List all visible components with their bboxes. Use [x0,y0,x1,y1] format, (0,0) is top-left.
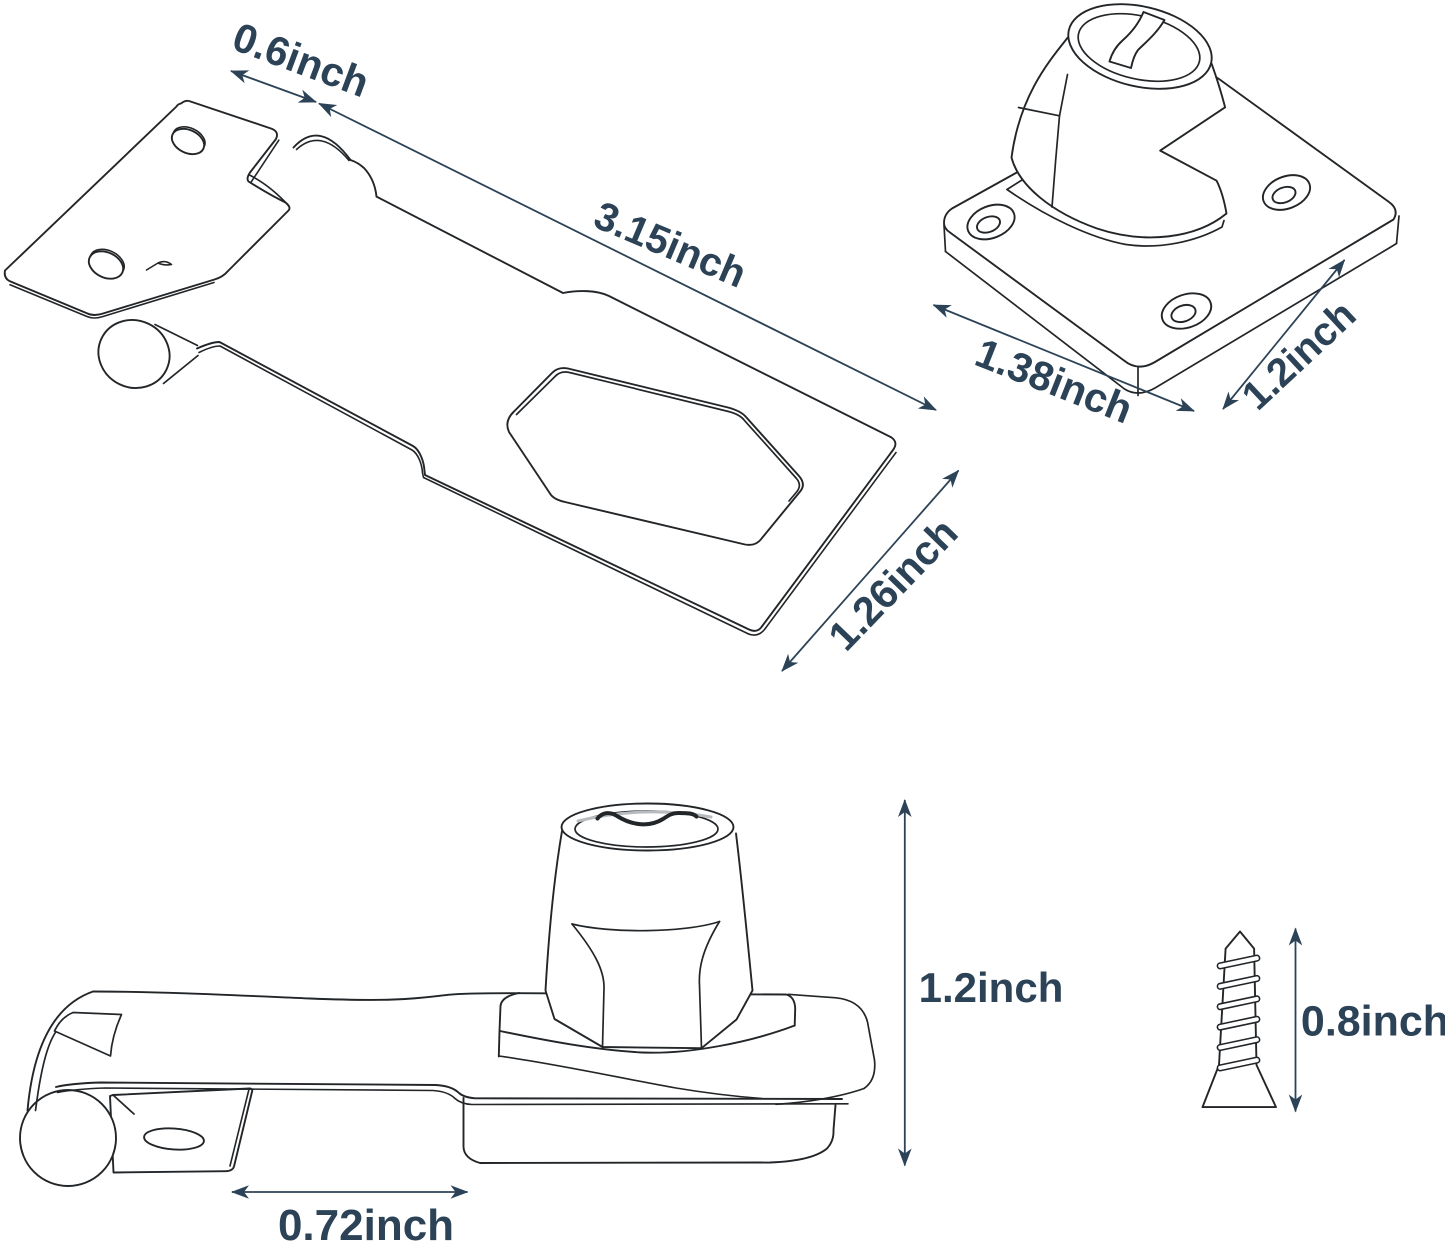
svg-text:0.72inch: 0.72inch [278,1201,454,1243]
svg-text:1.2inch: 1.2inch [919,964,1064,1011]
svg-text:0.8inch: 0.8inch [1301,998,1445,1046]
